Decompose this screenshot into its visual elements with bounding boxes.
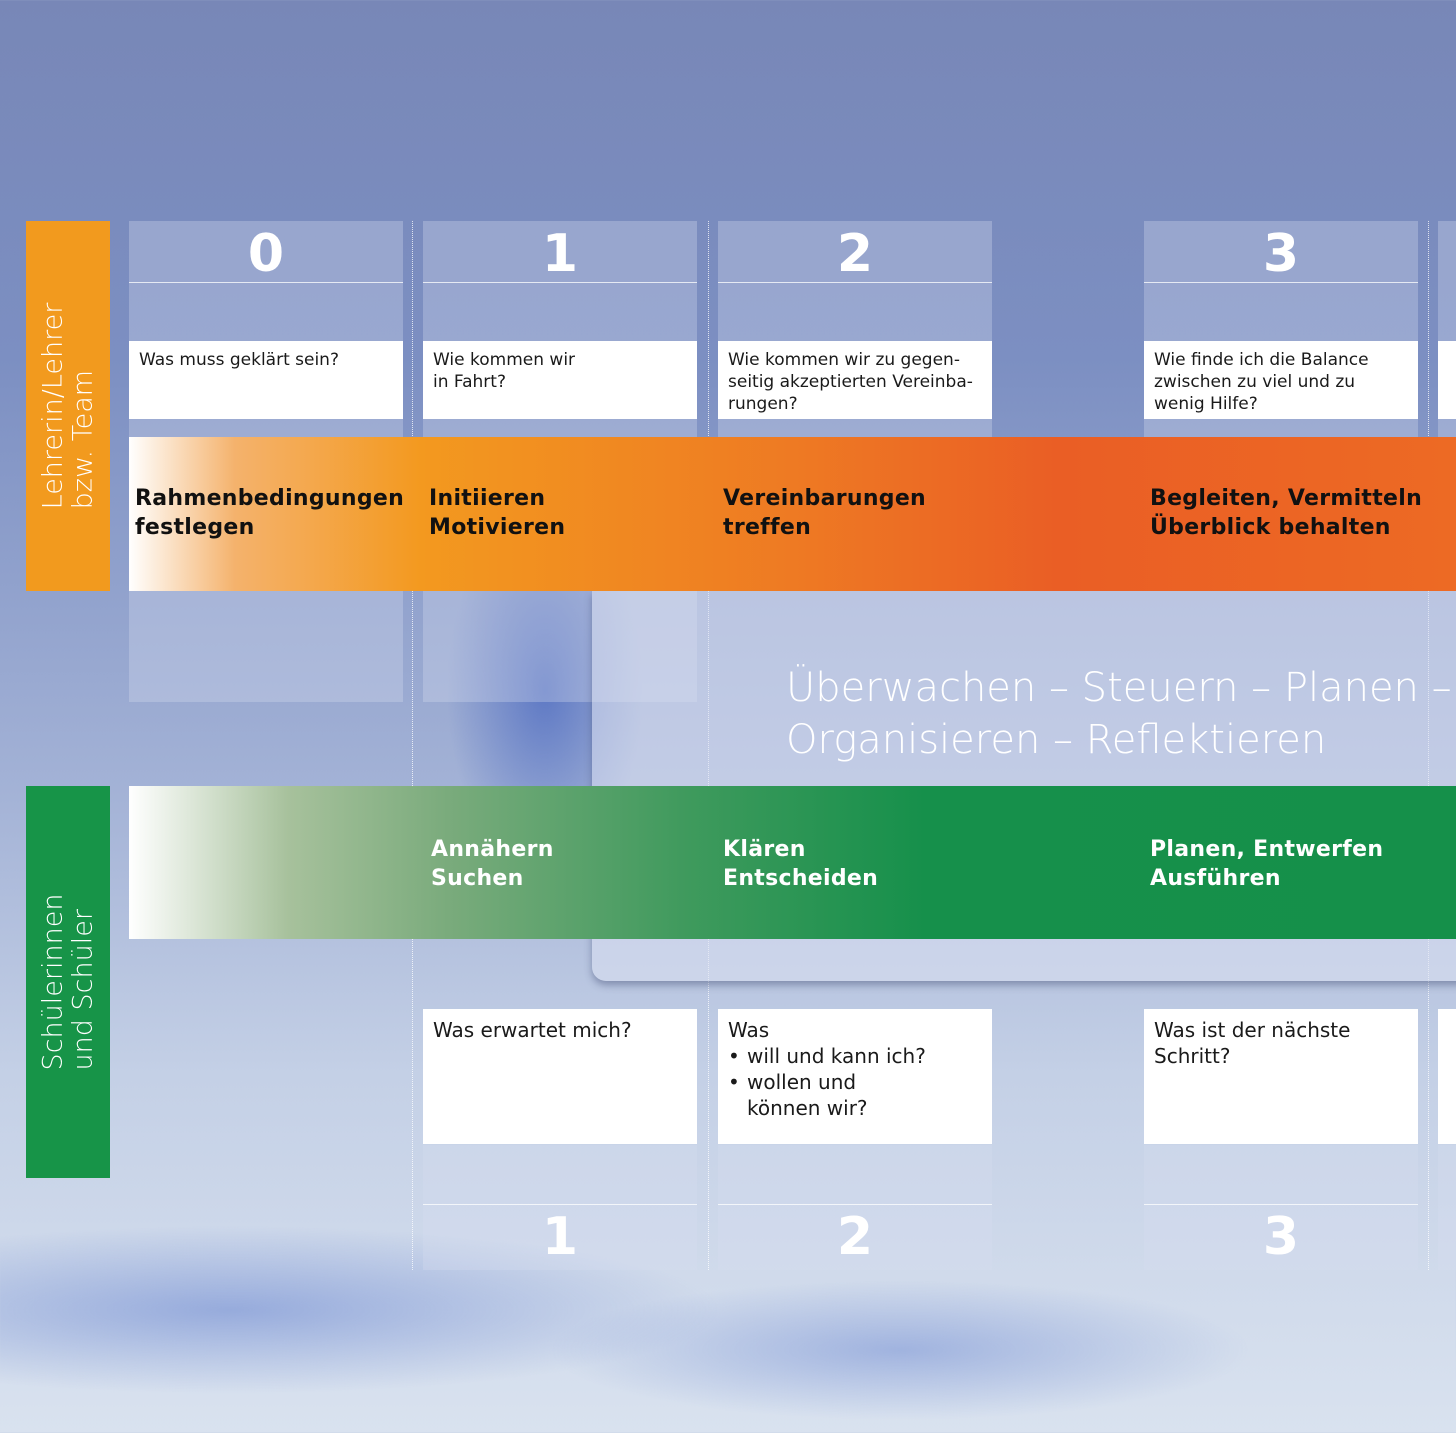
column-3-divider (1144, 282, 1418, 283)
separator-line (412, 221, 413, 1270)
student-phase-2-line-2: Entscheiden (723, 866, 879, 891)
column-2-bottom-background (718, 1145, 992, 1270)
teacher-phase-0-line-2: festlegen (135, 515, 255, 540)
teacher-question-1: Wie kommen wir in Fahrt? (423, 341, 697, 419)
center-text-line-1: Überwachen – Steuern – Planen – (786, 665, 1452, 711)
teacher-label-line-1: Lehrerin/Lehrer (37, 302, 69, 510)
teacher-question-0: Was muss geklärt sein? (129, 341, 403, 419)
column-2-divider (718, 282, 992, 283)
teacher-phase-2-line-1: Vereinbarungen (723, 486, 927, 511)
step-number-0: 0 (247, 224, 285, 284)
column-1-bottom-background (423, 1145, 697, 1270)
step-number-bottom-2: 2 (836, 1207, 874, 1267)
teacher-phase-0-line-1: Rahmenbedingungen (135, 486, 405, 511)
student-phase-3-line-2: Ausführen (1150, 866, 1281, 891)
student-question-3: Was ist der nächste Schritt? (1144, 1009, 1418, 1144)
student-phase-2: Klären Entscheiden (723, 835, 878, 893)
teacher-side-label: Lehrerin/Lehrer bzw. Team (26, 221, 110, 591)
teacher-question-3: Wie finde ich die Balance zwischen zu vi… (1144, 341, 1418, 419)
student-phase-1-line-1: Annähern (431, 837, 554, 862)
column-4-bottom-background (1438, 1145, 1456, 1270)
teacher-question-2: Wie kommen wir zu gegen- seitig akzeptie… (718, 341, 992, 419)
student-phase-3-line-1: Planen, Entwerfen (1150, 837, 1384, 862)
teacher-phase-2-line-2: treffen (723, 515, 812, 540)
student-phase-band: Annähern Suchen Klären Entscheiden Plane… (129, 786, 1456, 939)
student-phase-1-line-2: Suchen (431, 866, 524, 891)
teacher-phase-band: Rahmenbedingungen festlegen Initiieren M… (129, 437, 1456, 591)
student-question-2-intro: Was (728, 1018, 770, 1042)
student-question-2-list: will und kann ich? wollen und können wir… (728, 1043, 982, 1121)
teacher-phase-2: Vereinbarungen treffen (723, 484, 926, 542)
step-number-2: 2 (836, 224, 874, 284)
step-number-bottom-1: 1 (541, 1207, 579, 1267)
teacher-phase-1-line-1: Initiieren (429, 486, 546, 511)
step-number-bottom-3: 3 (1262, 1207, 1300, 1267)
student-phase-1: Annähern Suchen (431, 835, 554, 893)
student-label-line-2: und Schüler (67, 909, 98, 1071)
column-2-bottom-divider (718, 1204, 992, 1205)
student-question-4-partial (1438, 1009, 1456, 1144)
column-1-divider (423, 282, 697, 283)
teacher-phase-1: Initiieren Motivieren (429, 484, 565, 542)
center-panel-text: Überwachen – Steuern – Planen – Organisi… (786, 662, 1452, 766)
step-number-1: 1 (541, 224, 579, 284)
teacher-phase-0: Rahmenbedingungen festlegen (135, 484, 404, 542)
student-question-1: Was erwartet mich? (423, 1009, 697, 1144)
student-phase-3: Planen, Entwerfen Ausführen (1150, 835, 1383, 893)
list-item: wollen und können wir? (728, 1069, 982, 1121)
teacher-phase-3-line-1: Begleiten, Vermitteln (1150, 486, 1423, 511)
teacher-phase-3: Begleiten, Vermitteln Überblick behalten (1150, 484, 1422, 542)
student-side-label: Schülerinnen und Schüler (26, 786, 110, 1178)
column-0-divider (129, 282, 403, 283)
student-question-2: Was will und kann ich? wollen und können… (718, 1009, 992, 1144)
center-text-line-2: Organisieren – Reflektieren (786, 717, 1327, 763)
list-item: will und kann ich? (728, 1043, 982, 1069)
teacher-phase-3-line-2: Überblick behalten (1150, 515, 1391, 540)
student-phase-2-line-1: Klären (723, 837, 806, 862)
teacher-question-4-partial (1438, 341, 1456, 419)
column-3-bottom-divider (1144, 1204, 1418, 1205)
student-label-line-1: Schülerinnen (37, 893, 68, 1071)
teacher-phase-1-line-2: Motivieren (429, 515, 566, 540)
step-number-3: 3 (1262, 224, 1300, 284)
teacher-label-line-2: bzw. Team (67, 369, 99, 510)
column-3-bottom-background (1144, 1145, 1418, 1270)
column-1-bottom-divider (423, 1204, 697, 1205)
